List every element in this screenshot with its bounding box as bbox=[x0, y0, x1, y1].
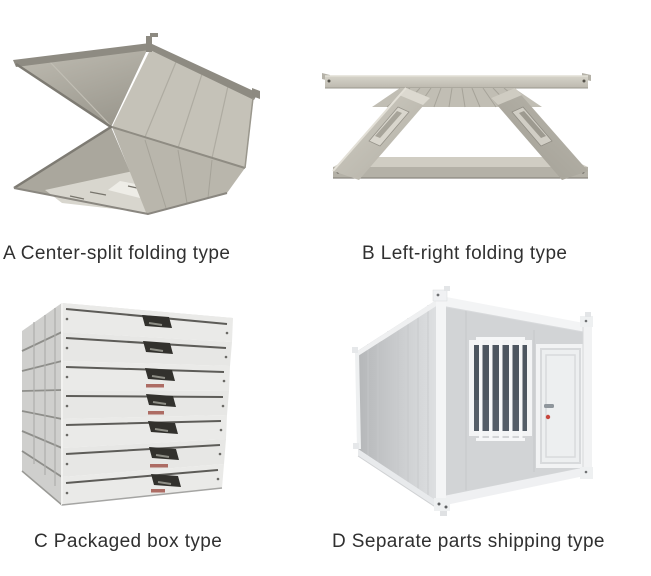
photo-left-right-folding bbox=[322, 73, 591, 180]
caption-center-split-folding: A Center-split folding type bbox=[3, 243, 231, 264]
door-lock-dot bbox=[545, 414, 551, 420]
photo-center-split-folding bbox=[13, 33, 260, 216]
door-handle bbox=[544, 404, 554, 408]
caption-separate-parts-shipping: D Separate parts shipping type bbox=[332, 531, 605, 552]
photo-assembled-container bbox=[352, 286, 593, 516]
window-grille bbox=[469, 337, 532, 441]
caption-left-right-folding: B Left-right folding type bbox=[362, 243, 568, 264]
photo-packaged-box-stack bbox=[21, 303, 233, 506]
corner-castings bbox=[432, 286, 593, 516]
caption-packaged-box: C Packaged box type bbox=[34, 531, 223, 552]
red-markings bbox=[146, 384, 168, 493]
door bbox=[536, 344, 585, 468]
